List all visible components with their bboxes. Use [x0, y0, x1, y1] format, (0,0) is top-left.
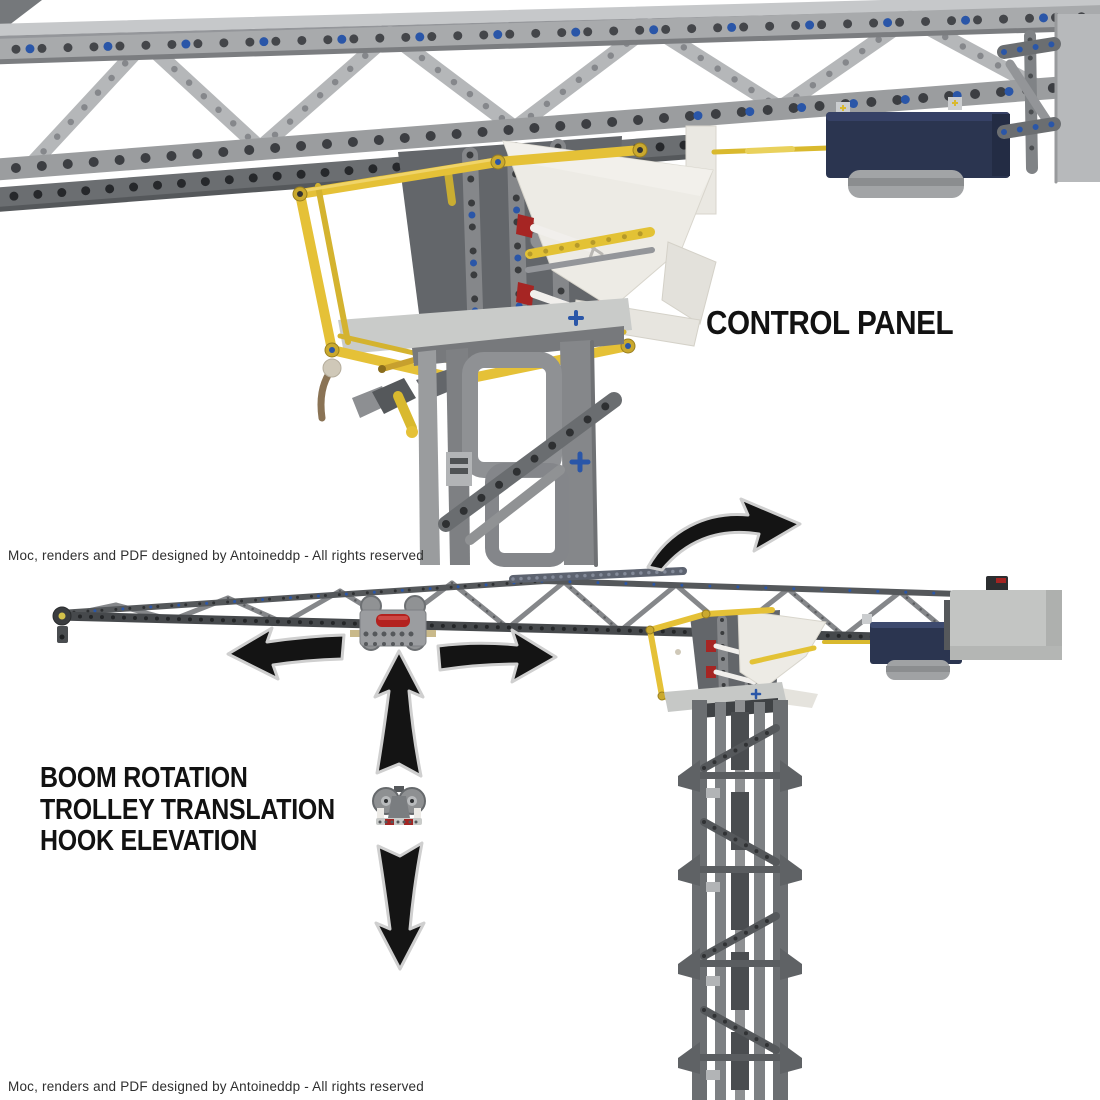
counterweight-assembly	[822, 576, 1062, 680]
motion-label-boom-rotation: BOOM ROTATION	[40, 762, 248, 794]
motion-label-hook-elevation: HOOK ELEVATION	[40, 825, 258, 857]
hook-block	[372, 786, 426, 825]
slewing-unit-closeup	[292, 136, 717, 438]
motion-labels: BOOM ROTATION TROLLEY TRANSLATION HOOK E…	[40, 762, 335, 858]
top-closeup-render	[0, 0, 1100, 567]
hook-down-arrow-icon	[374, 841, 426, 971]
rotation-arrow-icon	[646, 497, 802, 572]
credit-line-top: Moc, renders and PDF designed by Antoine…	[8, 548, 424, 563]
trolley	[350, 595, 436, 651]
control-panel-label: CONTROL PANEL	[706, 304, 954, 341]
jib-lattice	[52, 567, 965, 644]
counter-jib-end	[997, 12, 1100, 184]
mast-top-section	[412, 326, 624, 567]
hook-up-arrow-icon	[373, 649, 425, 778]
credit-line-bottom: Moc, renders and PDF designed by Antoine…	[8, 1079, 424, 1094]
bottom-full-render	[52, 497, 1062, 1100]
trolley-left-arrow-icon	[226, 626, 346, 681]
tower-mast	[678, 700, 802, 1100]
trolley-right-arrow-icon	[436, 628, 558, 684]
motion-label-trolley-translation: TROLLEY TRANSLATION	[40, 793, 335, 826]
